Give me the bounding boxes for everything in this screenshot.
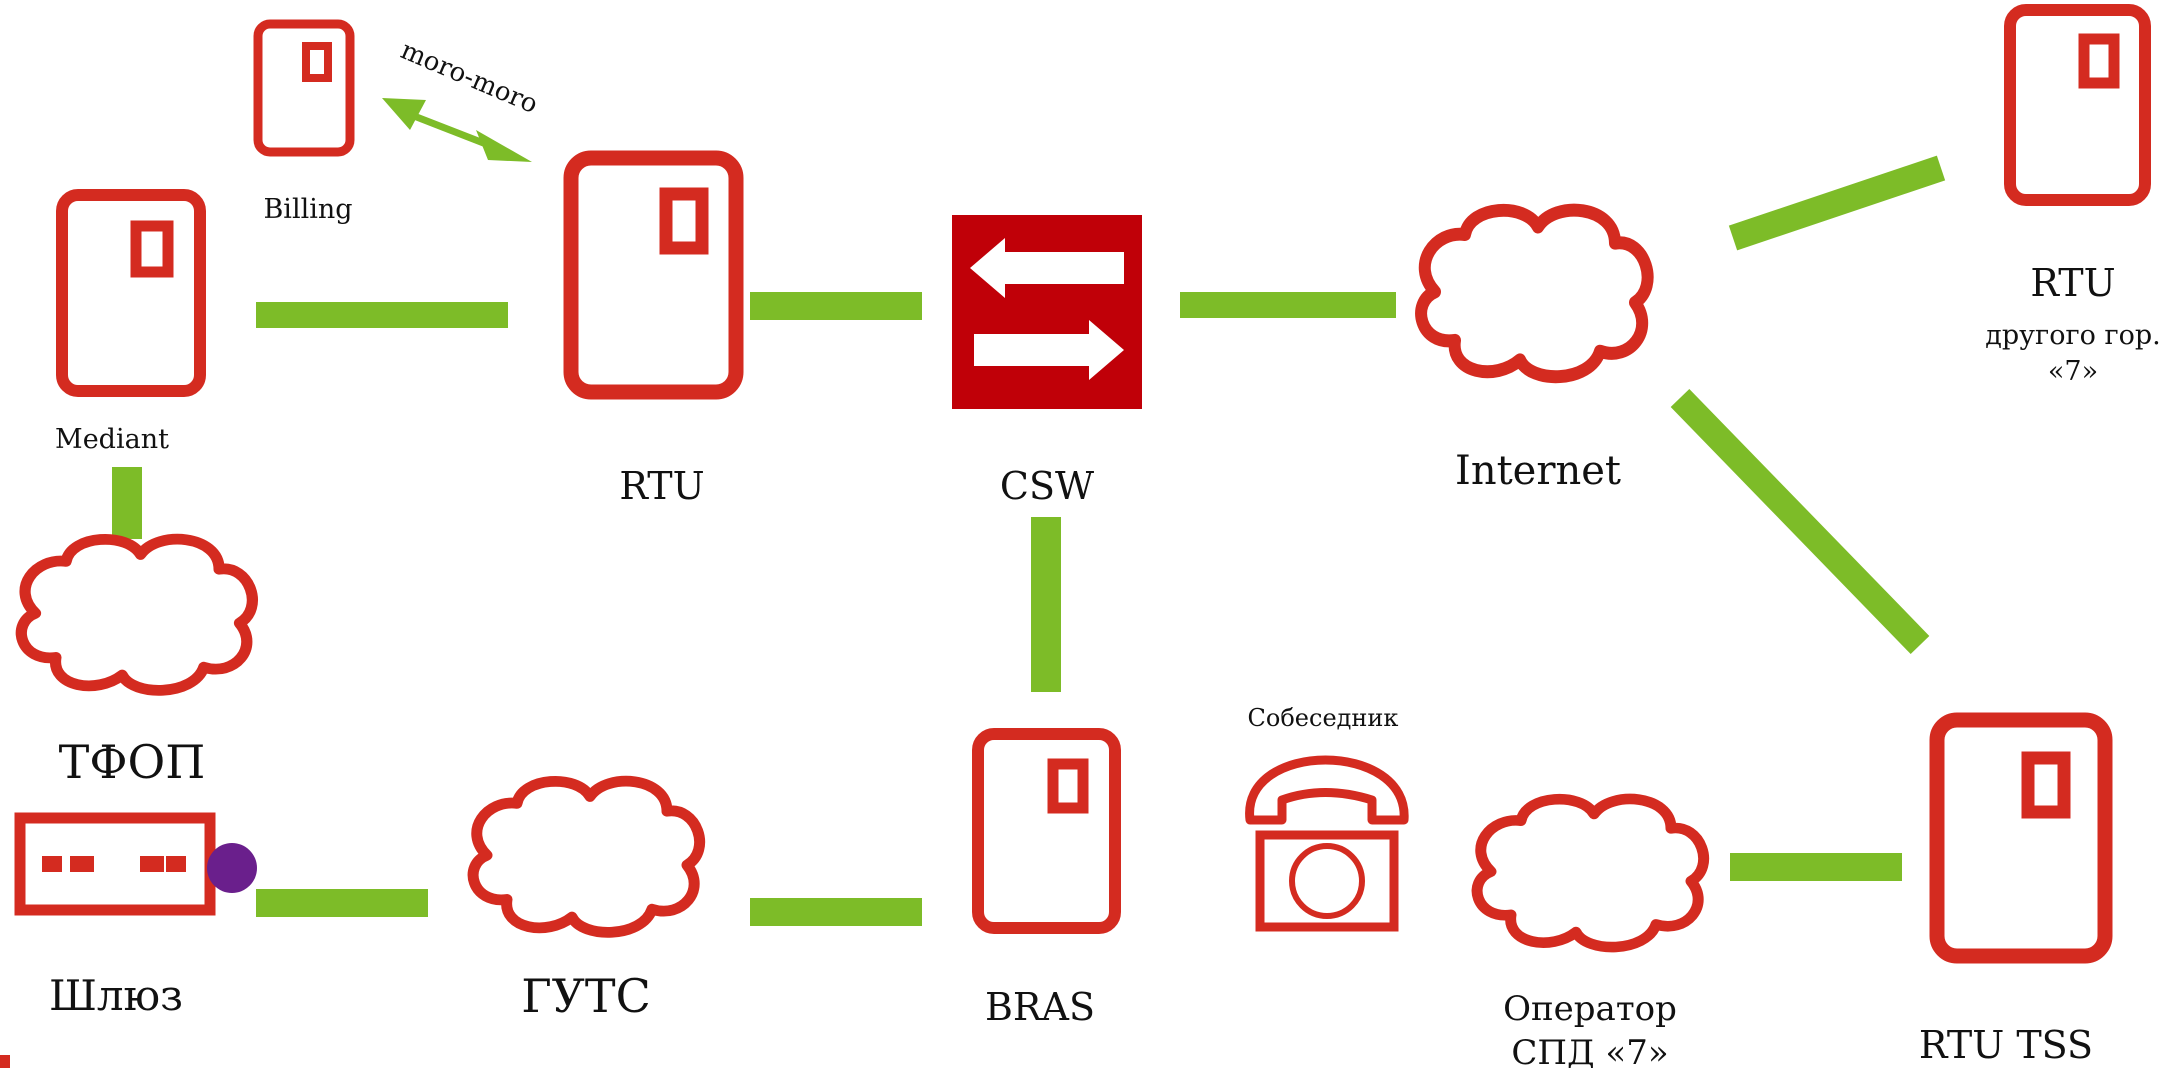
server-billing[interactable]: [253, 19, 355, 157]
links: [112, 98, 1946, 926]
label-gateway: Шлюз: [49, 971, 183, 1020]
arrow-right-icon: [974, 320, 1124, 380]
server-rtu[interactable]: [563, 150, 744, 400]
server-icon: [253, 19, 355, 157]
arrow-left-icon: [970, 238, 1124, 298]
switch-icon: [952, 215, 1142, 409]
label-csw: CSW: [1000, 464, 1094, 508]
link-csw-internet: [1180, 292, 1396, 318]
server-rtu-tss[interactable]: [1929, 712, 2113, 964]
link-mediant-tfop: [112, 467, 142, 539]
cloud-icon: [1477, 799, 1704, 947]
label-bras: BRAS: [985, 985, 1095, 1029]
server-icon: [563, 150, 744, 400]
label-operator-line2: СПД «7»: [1511, 1033, 1668, 1068]
double-arrow-icon: [382, 98, 532, 162]
cloud-icon: [1421, 210, 1648, 377]
cloud-tfop[interactable]: [21, 539, 252, 690]
server-icon: [56, 189, 206, 397]
link-guts-bras: [750, 898, 922, 926]
label-rtu-remote-city: другого гор.: [1985, 320, 2160, 351]
labels: Billing moro-moro Mediant RTU CSW Intern…: [49, 35, 2161, 1068]
label-rtu-tss: RTU TSS: [1919, 1023, 2093, 1067]
link-operator-rtu-tss: [1730, 853, 1902, 881]
label-operator-line1: Оператор: [1503, 989, 1677, 1029]
cloud-operator[interactable]: [1477, 799, 1704, 947]
label-guts: ГУТС: [521, 969, 651, 1023]
port-icon: [207, 843, 257, 893]
link-rtu-csw: [750, 292, 922, 320]
server-icon: [972, 728, 1121, 934]
link-gateway-guts: [256, 889, 428, 917]
corner-mark: [0, 1055, 10, 1068]
server-icon: [1929, 712, 2113, 964]
label-rtu: RTU: [619, 464, 704, 508]
label-internet: Internet: [1455, 448, 1621, 494]
cloud-guts[interactable]: [473, 781, 700, 932]
gateway-device[interactable]: [14, 812, 257, 916]
label-peer: Собеседник: [1248, 704, 1399, 732]
label-billing: Billing: [263, 194, 352, 225]
cloud-internet[interactable]: [1421, 210, 1648, 377]
label-rtu-remote: RTU: [2030, 261, 2115, 305]
label-tfop: ТФОП: [59, 735, 206, 789]
server-icon: [2004, 4, 2151, 206]
server-mediant[interactable]: [56, 189, 206, 397]
phone-icon: [1245, 755, 1409, 932]
link-csw-bras: [1031, 517, 1061, 692]
label-rtu-remote-op: «7»: [2048, 356, 2098, 387]
link-internet-rtu-remote: [1728, 155, 1946, 251]
link-internet-rtu-tss: [1670, 388, 1930, 655]
switch-csw[interactable]: [952, 215, 1142, 409]
server-rtu-remote[interactable]: [2004, 4, 2151, 206]
server-bras[interactable]: [972, 728, 1121, 934]
label-mediant: Mediant: [55, 424, 169, 455]
link-mediant-rtu: [256, 302, 508, 328]
phone-peer[interactable]: [1245, 755, 1409, 932]
cloud-icon: [473, 781, 700, 932]
cloud-icon: [21, 539, 252, 690]
